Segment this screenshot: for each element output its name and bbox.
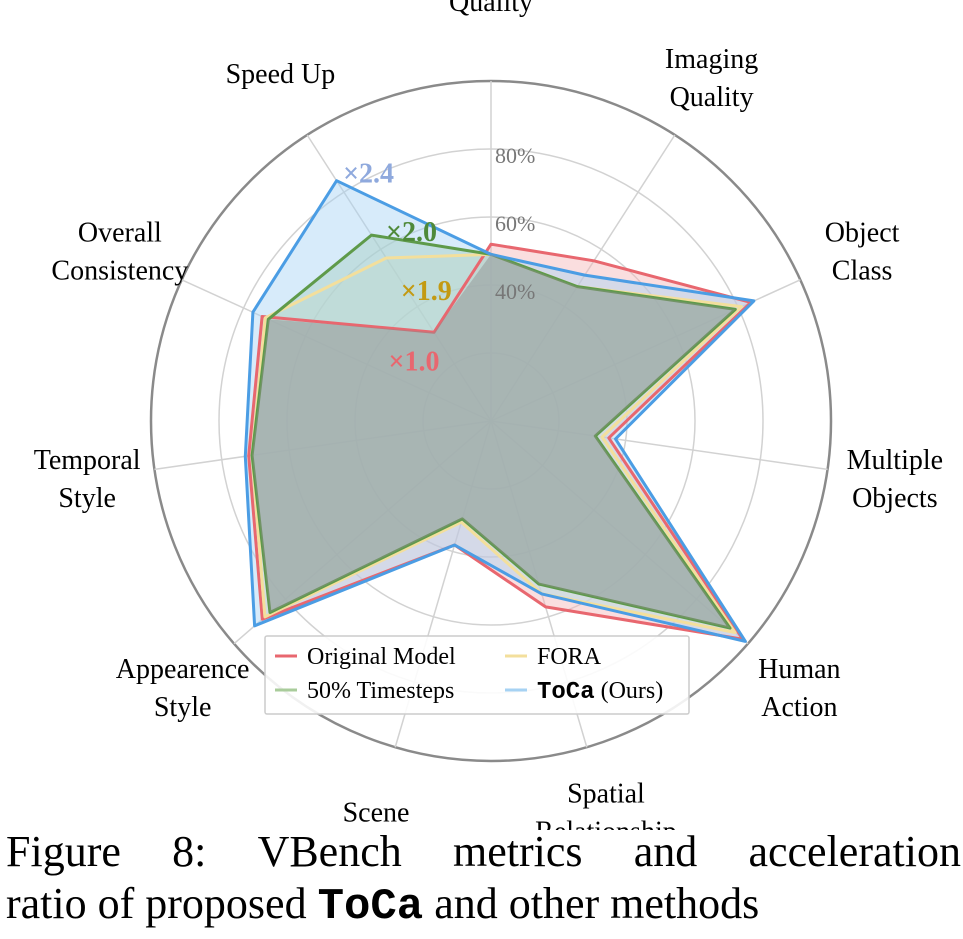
- caption-word: and: [633, 827, 698, 876]
- legend-box: [264, 635, 690, 715]
- caption-line-2: ratio of proposed ToCa and other methods: [6, 878, 961, 933]
- legend: Original Model FORA 50% Timesteps ToCa (Our…: [264, 635, 690, 715]
- axis-spoke: [490, 134, 676, 422]
- radial-tick-label: 80%: [495, 143, 535, 168]
- speedup-label: ×2.0: [386, 217, 437, 248]
- series-line: [250, 252, 743, 634]
- series-fill: [252, 235, 736, 629]
- radial-tick-label: 40%: [495, 279, 535, 304]
- axis-spoke: [490, 420, 749, 645]
- axis-spoke: [154, 420, 492, 471]
- figure-caption: Figure 8: VBench metrics and acceleration rat…: [6, 826, 961, 933]
- axis-label: Speed Up: [226, 59, 336, 90]
- axis-label: AestheticQuality: [438, 0, 544, 18]
- caption-suffix: and other methods: [423, 879, 760, 928]
- legend-label: FORA: [537, 644, 602, 670]
- radar-chart: 40% 60% 80% AestheticQualityImagingQuality…: [34, 0, 943, 830]
- overlap-area: [252, 254, 736, 629]
- caption-code: ToCa: [317, 882, 424, 932]
- axis-spoke: [181, 279, 492, 422]
- series-fill: [248, 244, 751, 640]
- speedup-label: ×1.9: [401, 276, 452, 307]
- speedup-labels: ×1.0 ×1.9 ×2.0 ×2.4: [343, 159, 452, 378]
- speedup-label: ×1.0: [389, 346, 440, 377]
- series-line: [250, 233, 737, 630]
- axis-spoke: [490, 420, 828, 471]
- caption-word: metrics: [452, 827, 583, 876]
- caption-line-1: Figure 8: VBench metrics and acceleration: [6, 826, 961, 878]
- caption-word: 8:: [172, 827, 207, 876]
- axis-labels: AestheticQualityImagingQualityObjectClas…: [34, 0, 943, 830]
- legend-label: ToCa (Ours): [537, 678, 663, 706]
- caption-word: Figure: [6, 827, 121, 876]
- axis-label: Scene: [343, 797, 410, 828]
- axis-label: SpatialRelationship: [535, 778, 677, 830]
- radial-tick-label: 60%: [495, 211, 535, 236]
- axis-spoke: [233, 420, 492, 645]
- caption-word: VBench: [257, 827, 402, 876]
- series-line: [243, 179, 756, 643]
- series-areas: [243, 179, 756, 643]
- legend-label: Original Model: [307, 644, 456, 670]
- legend-label: 50% Timesteps: [307, 678, 454, 704]
- caption-prefix: ratio of proposed: [6, 879, 318, 928]
- speedup-label: ×2.4: [343, 159, 394, 190]
- series-fill: [252, 254, 742, 633]
- caption-word: acceleration: [748, 827, 961, 876]
- series-fill: [245, 180, 754, 642]
- radial-tick-labels: 40% 60% 80%: [495, 143, 535, 304]
